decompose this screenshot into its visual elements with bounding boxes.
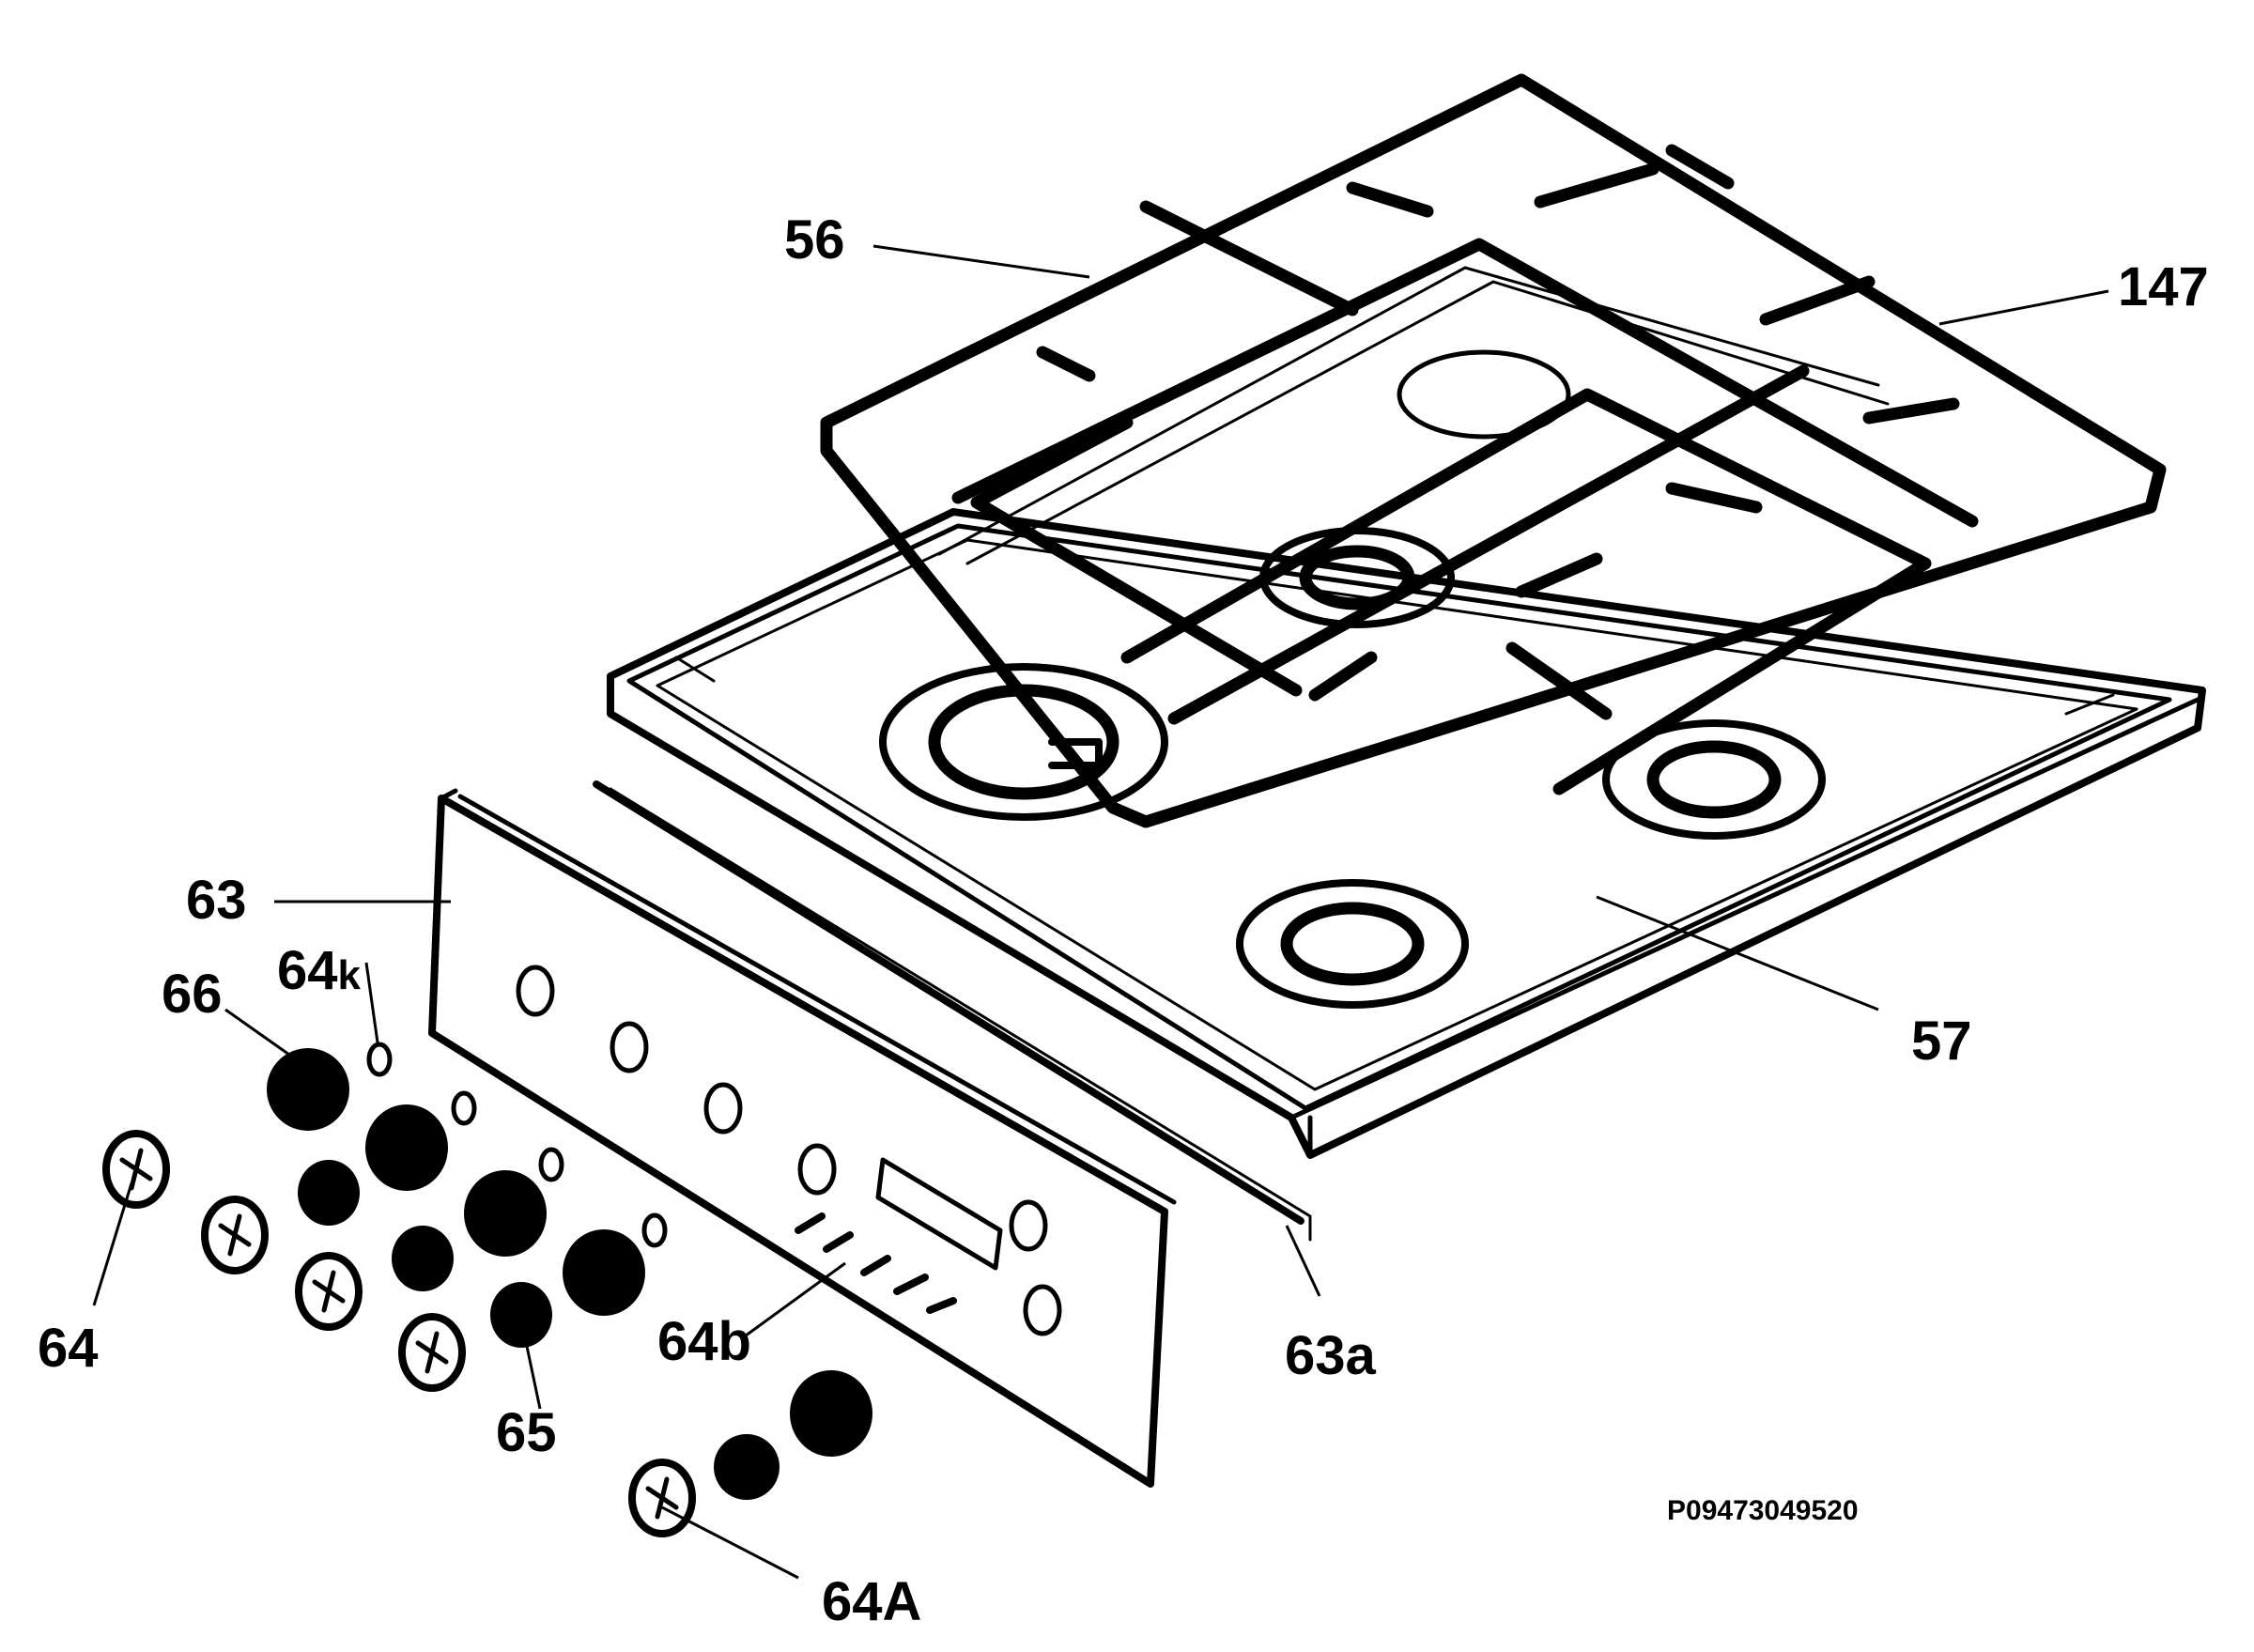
- label-64b: 64b: [657, 1311, 751, 1372]
- leader-lines: [92, 244, 2109, 1580]
- drawing-code: P09473049520: [1667, 1495, 1859, 1526]
- knob-clips: [366, 1042, 668, 1248]
- burner-rear-left: [1397, 349, 1571, 440]
- label-63a: 63a: [1285, 1325, 1377, 1386]
- knob-bezels: [102, 1130, 696, 1537]
- control-knobs: [267, 1048, 872, 1500]
- control-panel: [428, 788, 1177, 1488]
- seal-strip: [593, 780, 1312, 1242]
- burner-right: [1602, 719, 1826, 840]
- label-56: 56: [784, 209, 845, 270]
- label-64: 64: [38, 1318, 99, 1379]
- hob-top-plate: [607, 266, 2206, 1159]
- label-65: 65: [496, 1402, 557, 1463]
- part-labels: 56 147 57 63 63a 64k 66 64 65 64b 64A P0…: [38, 209, 2209, 1632]
- label-147: 147: [2118, 256, 2209, 317]
- label-63: 63: [186, 870, 247, 931]
- label-57: 57: [1911, 1011, 1972, 1072]
- label-64A: 64A: [822, 1571, 921, 1632]
- label-64k: 64k: [277, 940, 362, 1001]
- burner-front-right: [1236, 879, 1469, 1009]
- label-66: 66: [162, 964, 223, 1025]
- pan-support-grid: [820, 73, 2167, 828]
